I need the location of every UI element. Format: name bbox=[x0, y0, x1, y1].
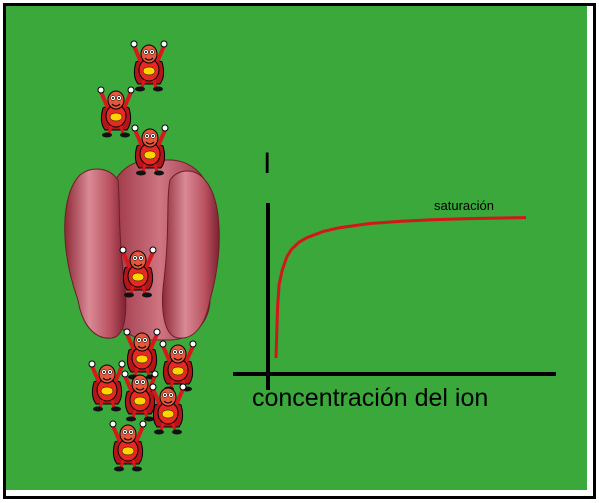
y-axis-label: I bbox=[263, 147, 272, 180]
saturation-curve bbox=[274, 216, 527, 359]
x-axis-label: concentración del ion bbox=[252, 384, 489, 412]
saturation-label: saturación bbox=[434, 198, 494, 213]
ion-channel bbox=[64, 159, 220, 341]
figure-panel bbox=[3, 3, 596, 499]
